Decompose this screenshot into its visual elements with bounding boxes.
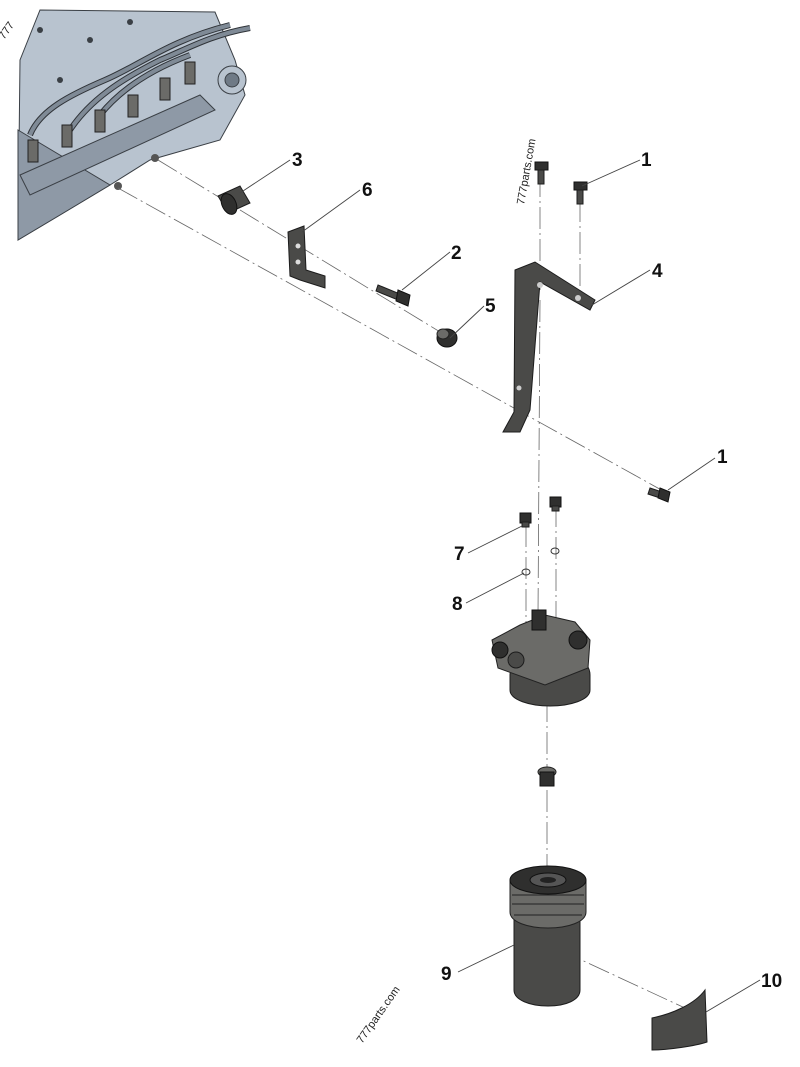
leader-lines — [239, 159, 761, 1013]
callout-2: 2 — [451, 243, 462, 264]
o-rings — [521, 547, 560, 576]
assembly-centerlines — [117, 159, 701, 1016]
callout-3: 3 — [292, 150, 303, 171]
callout-6: 6 — [362, 180, 373, 201]
bolt-lower — [647, 487, 671, 503]
spacer-sleeve — [217, 185, 251, 215]
callout-9: 9 — [441, 964, 452, 985]
callout-1-top: 1 — [641, 150, 652, 171]
fuel-filter — [509, 865, 587, 1007]
callout-10: 10 — [761, 971, 782, 992]
callout-4: 4 — [652, 261, 663, 282]
callout-8: 8 — [452, 594, 463, 615]
callout-1-lower: 1 — [717, 447, 728, 468]
long-bolt — [375, 284, 411, 307]
adapter-nipple — [537, 766, 557, 787]
watermark-bottom: 777parts.com — [355, 984, 403, 1045]
watermark-corner: 777 — [0, 20, 17, 42]
callout-7: 7 — [454, 544, 465, 565]
filter-shield — [651, 988, 708, 1051]
engine-block — [17, 9, 251, 241]
callout-labels: 1 1 2 3 4 5 6 7 8 9 10 — [292, 150, 782, 992]
watermark-top: 777parts.com — [515, 138, 538, 206]
flange-nut — [436, 328, 458, 348]
plug-screws — [519, 496, 562, 528]
small-bracket — [287, 225, 326, 289]
bolts-top — [534, 161, 588, 205]
mounting-bracket — [502, 261, 596, 433]
callout-5: 5 — [485, 296, 496, 317]
filter-head — [491, 609, 591, 707]
